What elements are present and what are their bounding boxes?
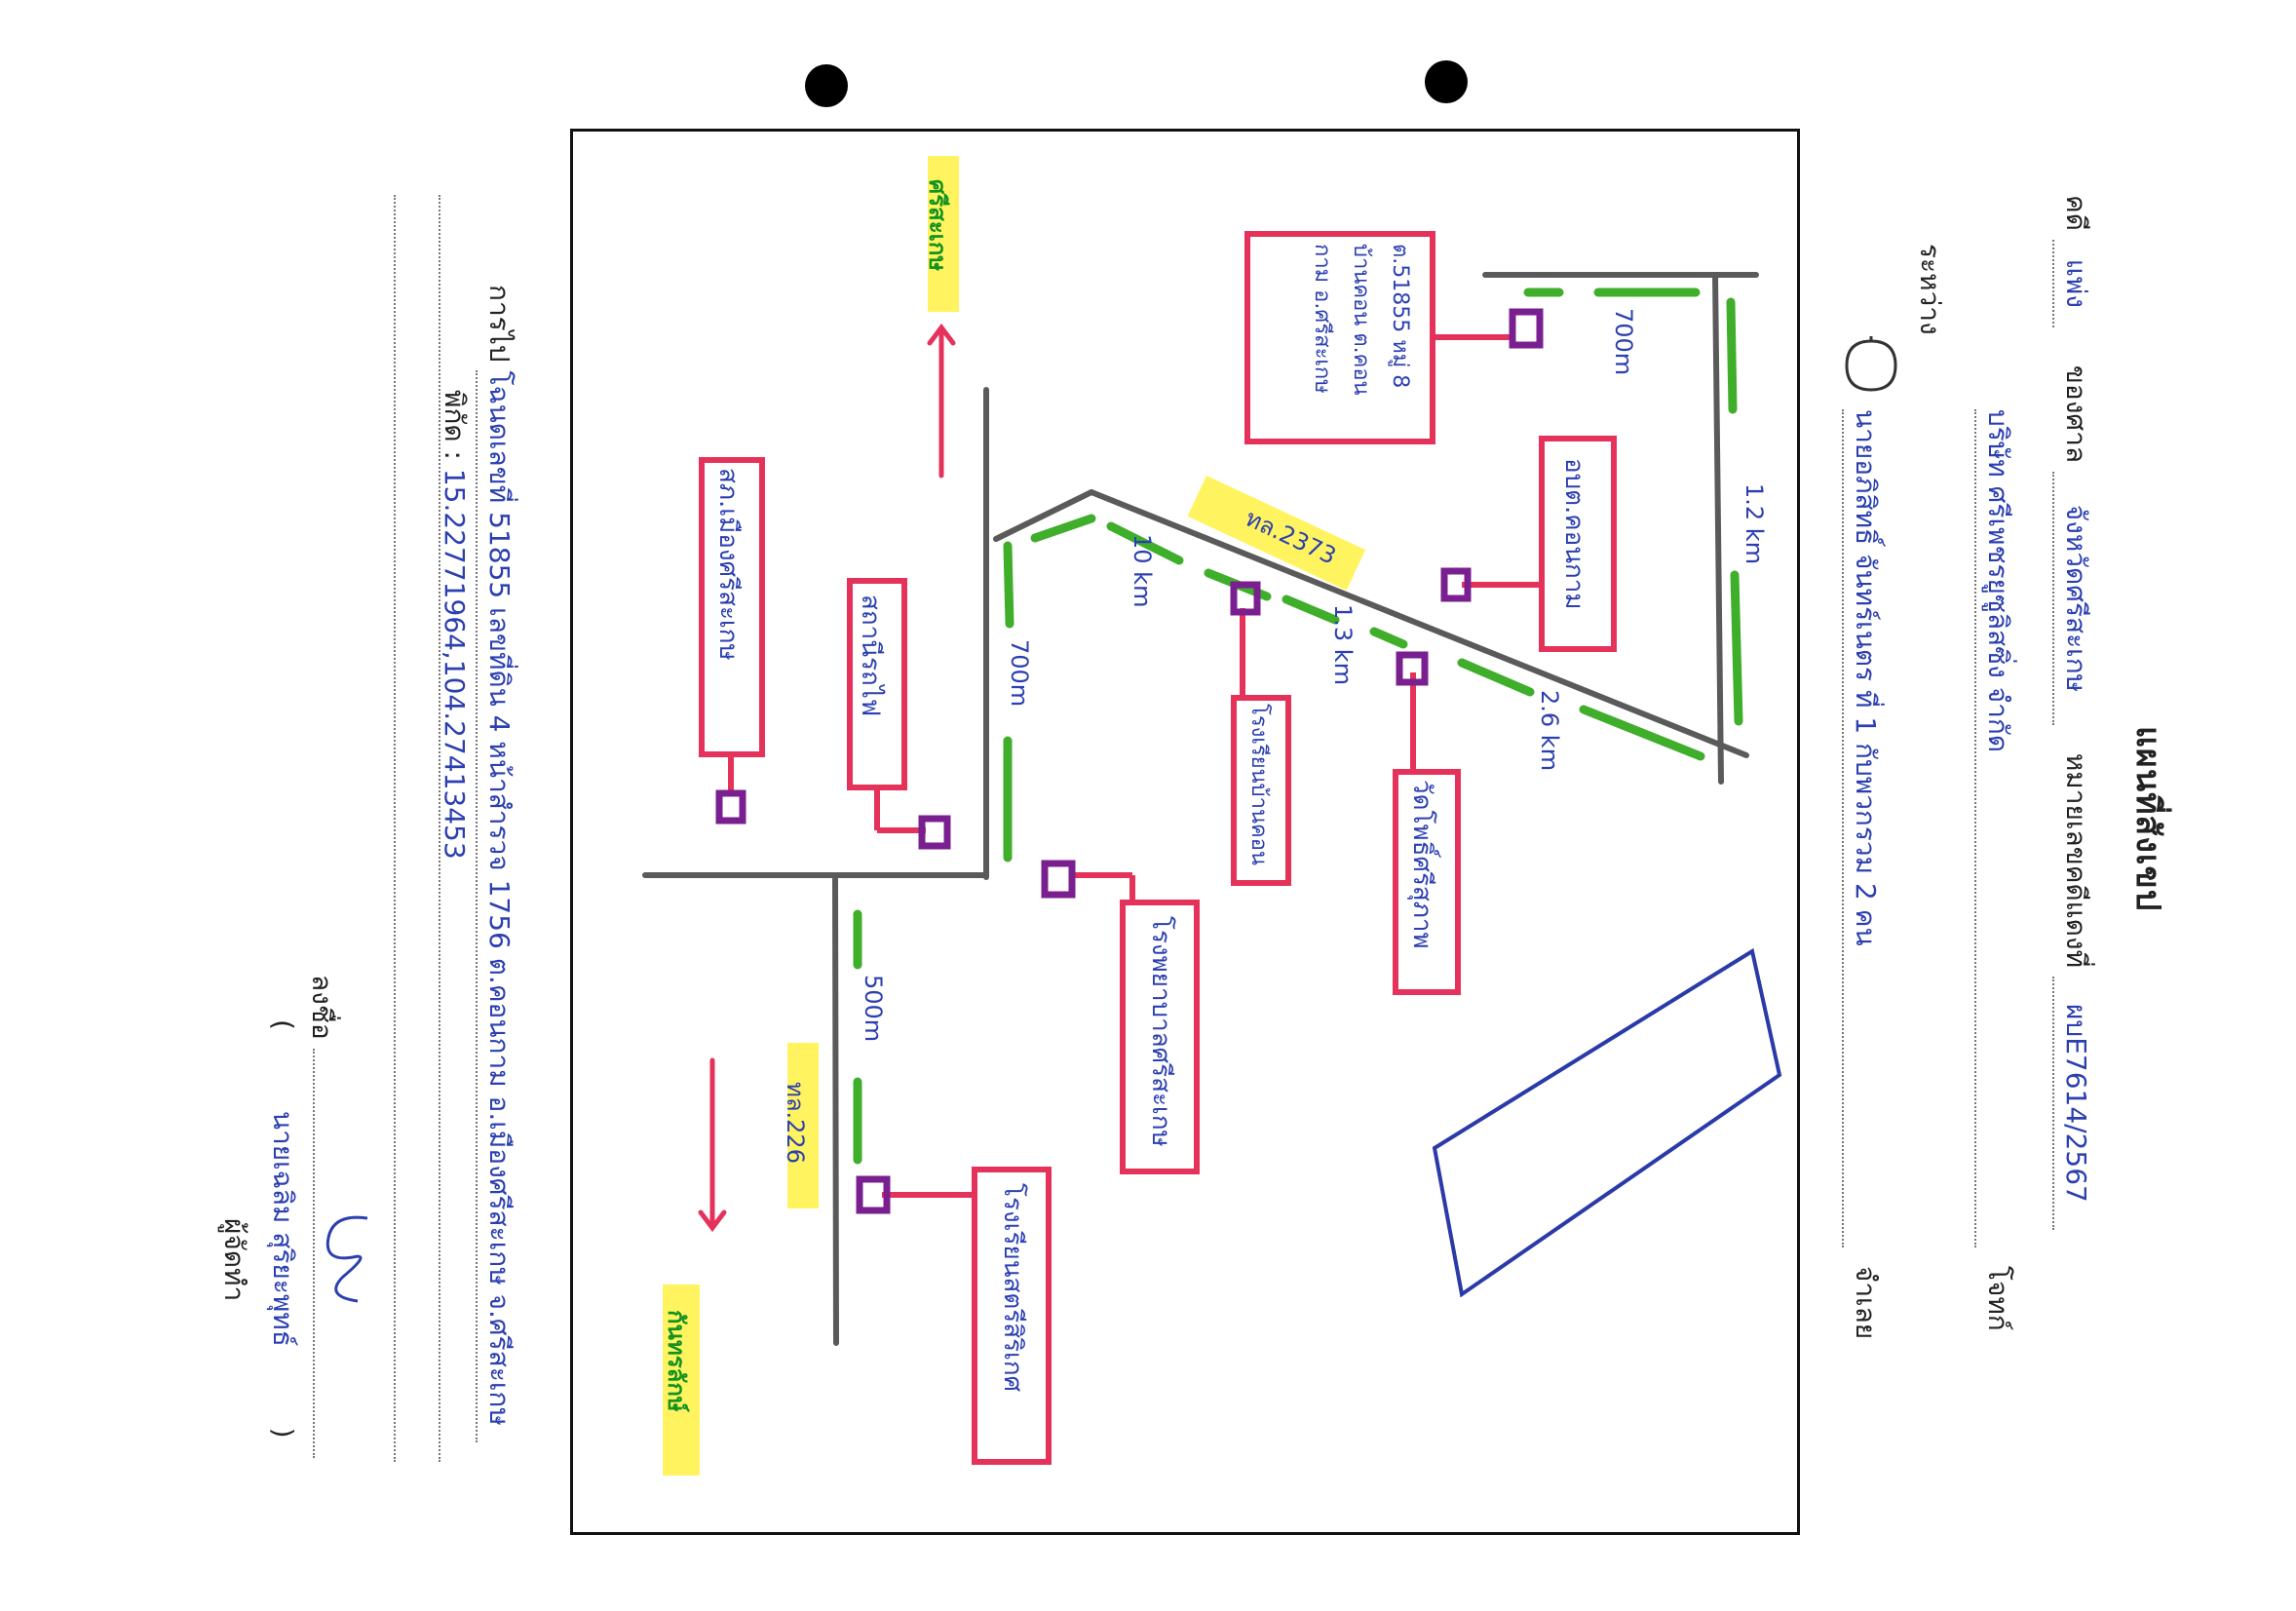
south-destination-label: กันทรลักษ์ [663, 1310, 690, 1412]
close-paren: ) [267, 1427, 299, 1438]
university-box-label: โรงเรียนสตรีสิริเกศ [998, 1183, 1027, 1393]
obt-box-label: อบต.คอนกาม [1559, 458, 1588, 610]
travel-row: การไป โฉนดเลขที่ 51855 เลขที่ดิน 4 หน้าส… [476, 285, 520, 1443]
signer-row: ( นายเฉลิม สุริยะพุทธ์ ) [261, 1019, 304, 1438]
blank-line [394, 195, 396, 1462]
distance-markers [853, 288, 1743, 1165]
land-box-label: ต.51855 หมู่ 8 บ้านคอน ต.คอนกาม อ.ศรีสะเ… [1310, 244, 1412, 396]
distance-500m: 500m [860, 975, 887, 1043]
road-right-vertical [1712, 272, 1724, 785]
box-obt [1539, 436, 1617, 652]
sign-label: ลงชื่อ [306, 975, 338, 1040]
temple-box-label: วัดโพธิ์ศรีสุภาพ [1407, 780, 1436, 949]
road-2373 [1089, 489, 1749, 758]
marker-school [1230, 581, 1261, 616]
punch-hole [1425, 60, 1468, 103]
north-destination-label: ศรีสะเกษ [924, 179, 951, 272]
marker-station [918, 815, 951, 850]
marker-obt [1440, 567, 1472, 602]
coords-label: พิกัด : [439, 390, 471, 460]
station-box-label: สถานีรถไฟ [856, 595, 885, 717]
box-university [972, 1167, 1052, 1465]
distance-1-3km: 1.3 km [1329, 604, 1357, 686]
travel-label: การไป [483, 285, 516, 363]
box-hospital [1120, 900, 1200, 1174]
coords-value: 15.22771964,104.27413453 [439, 468, 471, 860]
box-land [1244, 231, 1435, 444]
travel-text: โฉนดเลขที่ 51855 เลขที่ดิน 4 หน้าสำรวจ 1… [476, 370, 520, 1443]
map-frame [570, 129, 1800, 1535]
hospital-box-label: โรงพยาบาลศรีสะเกษ [1146, 916, 1175, 1147]
school-box-label: โรงเรียนบ้านคอน [1246, 704, 1271, 865]
roads [642, 272, 1759, 1346]
direction-arrows [698, 323, 956, 1233]
land-parcel-outline [1432, 947, 1782, 1298]
distance-10km: 10 km [1129, 534, 1156, 608]
marker-land [1509, 308, 1544, 349]
box-school [1231, 695, 1291, 886]
police-box-label: สภ.เมืองศรีสะเกษ [713, 468, 743, 661]
highlights [663, 156, 1366, 1476]
location-markers [715, 308, 1544, 1214]
open-paren: ( [267, 1019, 299, 1030]
marker-hospital [1041, 860, 1076, 899]
marker-university [856, 1175, 891, 1214]
distance-700m-left: 700m [1006, 639, 1033, 708]
handwritten-signature [325, 1215, 368, 1303]
distance-700m-top: 700m [1610, 308, 1637, 376]
brace-icon [1845, 336, 1897, 392]
blank-line [439, 195, 440, 1462]
distance-1-2km: 1.2 km [1741, 483, 1768, 565]
road-226 [832, 876, 839, 1346]
box-temple [1393, 769, 1461, 995]
road-226-label: ทล.226 [782, 1082, 809, 1164]
marker-police [715, 789, 746, 825]
marker-temple [1396, 651, 1429, 686]
distance-2-6km: 2.6 km [1536, 690, 1563, 772]
role-label: ผู้จัดทำ [218, 1218, 250, 1302]
road-2373-left [993, 489, 1094, 542]
place-boxes [699, 231, 1617, 1465]
punch-hole [805, 64, 848, 107]
signer-name: นายเฉลิม สุริยะพุทธ์ [267, 1110, 299, 1347]
